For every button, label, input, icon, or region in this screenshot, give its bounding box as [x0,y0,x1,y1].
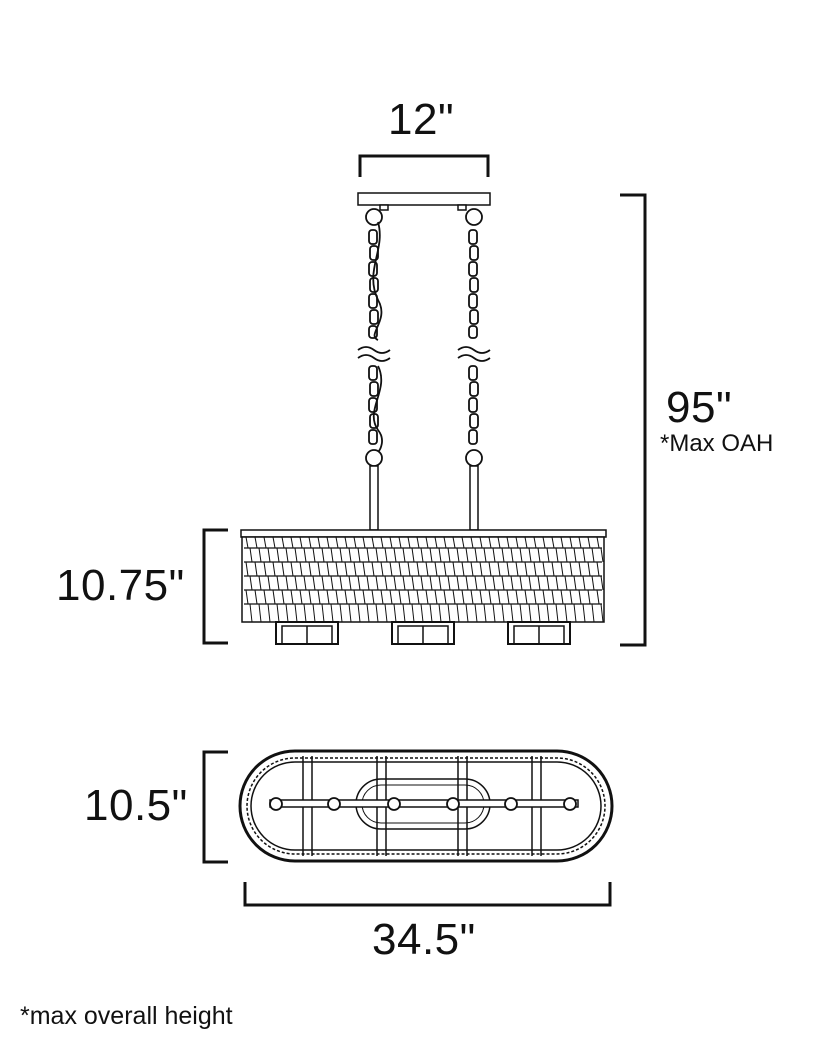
overall-height-label: 95" [666,383,733,432]
shade-height-bracket [202,528,228,645]
shade-height-label: 10.75" [56,561,185,610]
footnote: *max overall height [20,1002,233,1030]
rods [369,465,479,531]
shade-top-view [238,749,614,863]
canopy [357,192,491,211]
length-bracket [243,882,612,907]
overall-height-note: *Max OAH [660,430,774,457]
depth-label: 10.5" [84,781,188,830]
canopy-width-bracket [358,154,490,177]
left-chain [357,208,391,467]
shade-side-view [240,529,607,645]
right-chain [457,208,491,467]
overall-height-bracket [620,193,647,647]
canopy-width-label: 12" [388,95,455,144]
length-label: 34.5" [372,915,476,964]
depth-bracket [202,750,228,864]
